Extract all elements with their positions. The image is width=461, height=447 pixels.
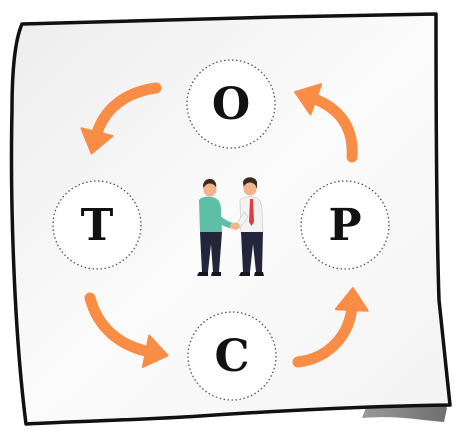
arrow-shaft [292,300,358,368]
arrow-p-to-o [294,83,358,163]
arrow-head [141,334,169,368]
two-people-handshake-icon [197,177,264,276]
arrow-shaft [306,92,358,163]
node-circle [52,180,142,270]
cycle-node-o: O [186,59,276,149]
node-letter-t: T [81,200,114,251]
node-circle [187,311,277,401]
cycle-node-t: T [52,180,142,270]
arrow-head [80,127,114,155]
node-letter-p: P [328,200,361,251]
arrow-t-to-c [84,292,169,368]
cycle-node-p: P [300,180,390,270]
node-circle [186,59,276,149]
person-right [232,177,264,276]
arrow-c-to-p [292,287,369,368]
arrow-shaft [90,82,162,142]
arrow-o-to-t [80,82,162,155]
node-letter-c: C [214,331,249,382]
node-circle [300,180,390,270]
cycle-node-c: C [187,311,277,401]
node-letter-o: O [212,79,250,130]
arrow-shaft [84,292,156,358]
person-left [197,178,236,276]
arrow-head [334,287,369,312]
handshake-hands [230,222,240,230]
arrow-head [294,83,323,116]
